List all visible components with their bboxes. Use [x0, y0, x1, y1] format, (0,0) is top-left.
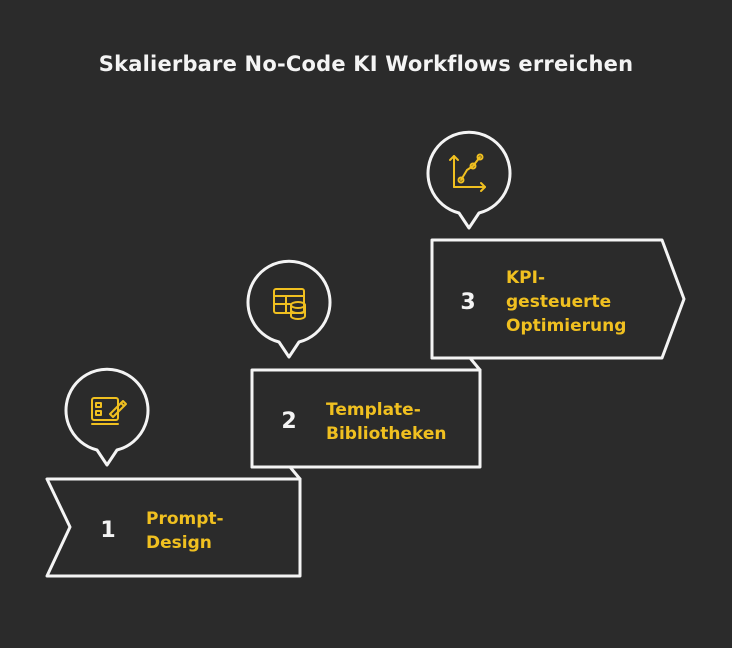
page-title: Skalierbare No-Code KI Workflows erreich… [98, 52, 634, 76]
step-1-label-line-1: Prompt- [146, 509, 224, 529]
step-1-2-connector [250, 465, 302, 481]
step-1-box [45, 477, 302, 578]
step-3-number: 3 [460, 290, 475, 315]
step-2-3-connector [430, 356, 482, 372]
step-1-number: 1 [100, 518, 115, 543]
step-3-label-line-2: gesteuerte [506, 292, 611, 312]
step-2-label-line-1: Template- [326, 400, 421, 420]
kpi-chart-icon [449, 153, 486, 192]
step-2-number: 2 [281, 409, 296, 434]
step-3-box [430, 238, 686, 360]
step-3-pin [426, 130, 512, 230]
step-3-label-line-1: KPI- [506, 268, 545, 288]
template-library-icon [273, 288, 306, 320]
step-3-label-line-3: Optimierung [506, 316, 626, 336]
step-2-label-line-2: Bibliotheken [326, 424, 447, 444]
prompt-design-icon [91, 397, 127, 425]
step-1-pin [64, 367, 150, 467]
step-2-pin [246, 259, 332, 359]
step-1-label-line-2: Design [146, 533, 212, 553]
step-2-box [250, 368, 482, 469]
